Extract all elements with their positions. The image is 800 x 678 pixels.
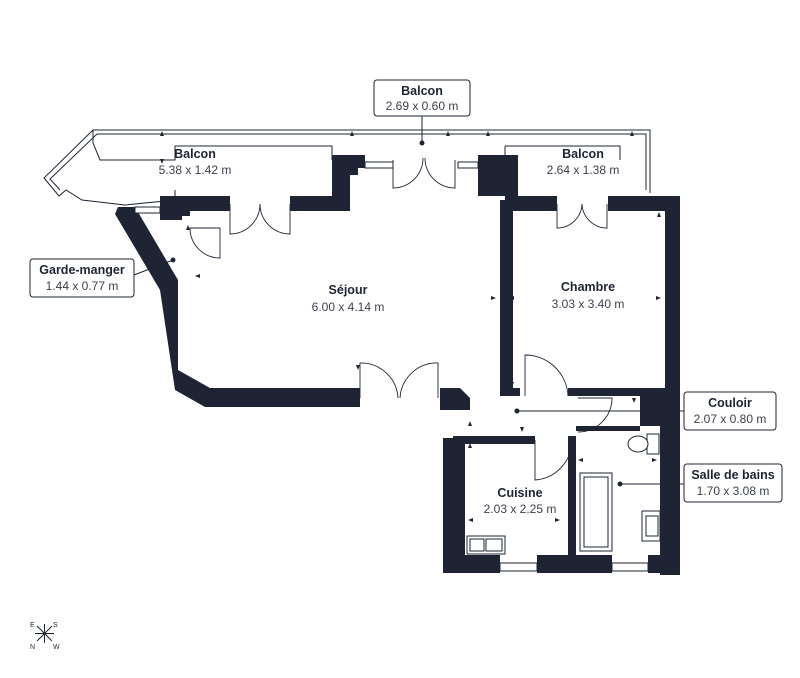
room-dimensions: 5.38 x 1.42 m <box>159 163 232 177</box>
room-label-sejour: Séjour 6.00 x 4.14 m <box>312 283 385 314</box>
balcony-outline <box>43 129 651 206</box>
room-name: Balcon <box>562 147 604 161</box>
callout-name: Garde-manger <box>39 263 125 277</box>
callout-salle-de-bains: Salle de bains 1.70 x 3.08 m <box>683 463 783 503</box>
room-dimensions: 6.00 x 4.14 m <box>312 300 385 314</box>
walls <box>115 155 680 575</box>
compass-n: N <box>30 644 35 651</box>
room-name: Séjour <box>329 283 368 297</box>
room-name: Chambre <box>561 280 615 294</box>
callout-name: Balcon <box>401 84 443 98</box>
room-label-balcon-right: Balcon 2.64 x 1.38 m <box>547 147 620 177</box>
compass-icon: E S N W <box>30 622 60 651</box>
leader-lines <box>133 115 684 487</box>
compass-s: S <box>53 622 58 629</box>
room-dimensions: 2.64 x 1.38 m <box>547 163 620 177</box>
room-name: Cuisine <box>497 486 542 500</box>
callout-dimensions: 2.07 x 0.80 m <box>694 412 767 426</box>
windows <box>134 161 649 572</box>
room-dimensions: 2.03 x 2.25 m <box>484 502 557 516</box>
doors <box>189 157 613 481</box>
room-name: Balcon <box>174 147 216 161</box>
callout-dimensions: 1.70 x 3.08 m <box>697 484 770 498</box>
dimension-markers <box>160 131 661 522</box>
room-label-chambre: Chambre 3.03 x 3.40 m <box>552 280 625 311</box>
callout-name: Couloir <box>708 396 752 410</box>
callout-balcon-center: Balcon 2.69 x 0.60 m <box>373 79 471 117</box>
compass-w: W <box>53 644 60 651</box>
callout-couloir: Couloir 2.07 x 0.80 m <box>683 391 777 431</box>
callout-dimensions: 1.44 x 0.77 m <box>46 279 119 293</box>
callout-garde-manger: Garde-manger 1.44 x 0.77 m <box>29 258 135 298</box>
callout-name: Salle de bains <box>691 468 774 482</box>
room-dimensions: 3.03 x 3.40 m <box>552 297 625 311</box>
compass-e: E <box>30 622 35 629</box>
room-label-cuisine: Cuisine 2.03 x 2.25 m <box>484 486 557 516</box>
fixtures <box>466 433 661 555</box>
room-label-balcon-left: Balcon 5.38 x 1.42 m <box>159 147 232 177</box>
callout-dimensions: 2.69 x 0.60 m <box>386 99 459 113</box>
